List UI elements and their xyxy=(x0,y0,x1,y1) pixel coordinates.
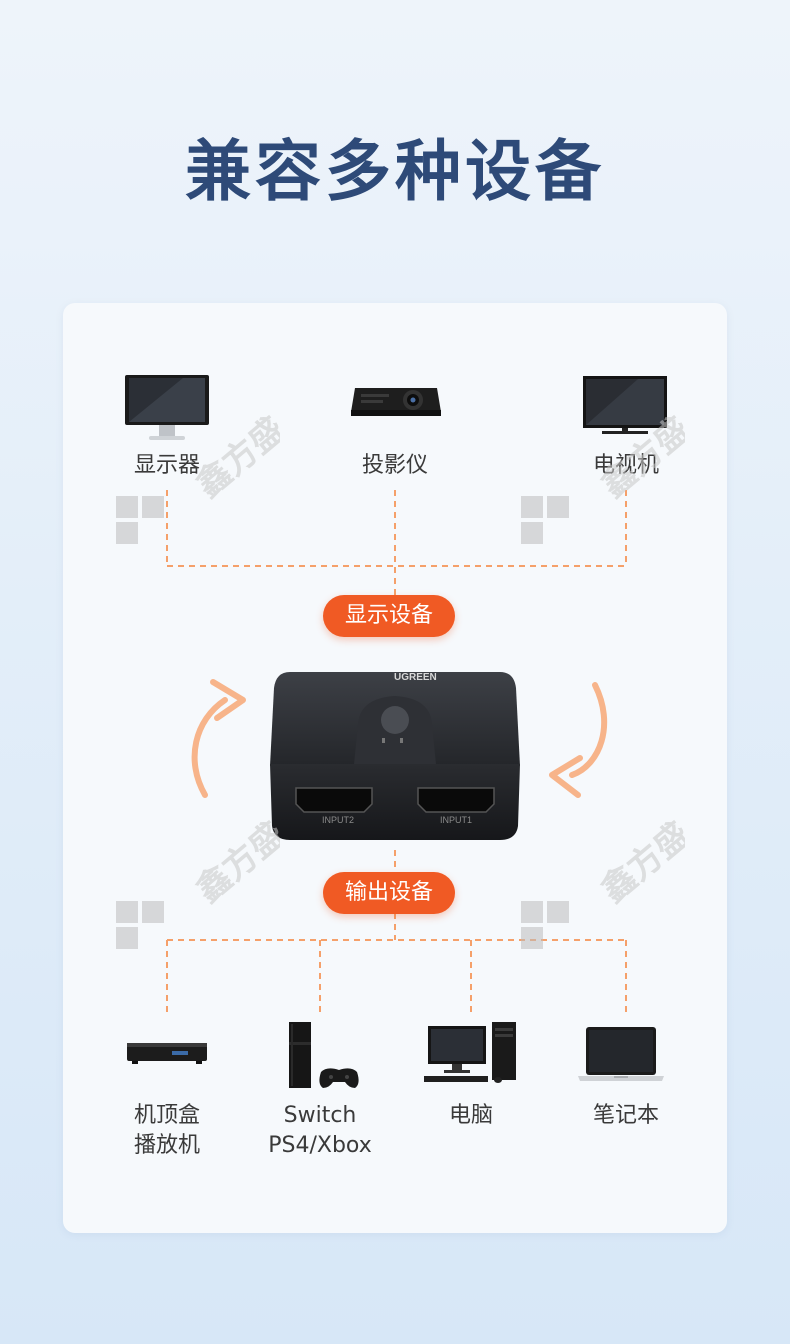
output-devices-badge: 输出设备 xyxy=(323,872,455,914)
output-device-label-laptop: 笔记本 xyxy=(592,1103,659,1128)
svg-text:鑫方盛: 鑫方盛 xyxy=(189,409,280,505)
svg-text:鑫方盛: 鑫方盛 xyxy=(594,409,685,505)
hdmi-port-label-input2: INPUT2 xyxy=(321,815,354,825)
page-title: 兼容多种设备 xyxy=(185,133,605,210)
watermark-logo: 鑫方盛 xyxy=(521,814,685,949)
monitor-icon xyxy=(125,375,209,440)
output-device-label-console-line1: Switch xyxy=(283,1103,357,1128)
desktop-computer-icon xyxy=(424,1022,516,1083)
svg-text:鑫方盛: 鑫方盛 xyxy=(189,814,280,910)
laptop-icon xyxy=(578,1027,664,1081)
display-devices-badge: 显示设备 xyxy=(323,595,455,637)
projector-icon xyxy=(351,388,441,416)
curved-arrow-right-icon xyxy=(549,682,607,798)
display-device-label-tv: 电视机 xyxy=(592,453,659,478)
hdmi-switch-device: UGREEN xyxy=(270,672,520,840)
game-console-icon xyxy=(289,1022,359,1088)
watermark-logo: 鑫方盛 xyxy=(116,409,280,544)
tv-icon xyxy=(583,376,667,434)
output-device-label-console-line2: PS4/Xbox xyxy=(268,1133,372,1158)
curved-arrow-left-icon xyxy=(191,679,246,798)
hdmi-port-label-input1: INPUT1 xyxy=(439,815,472,825)
svg-text:鑫方盛: 鑫方盛 xyxy=(594,814,685,910)
output-device-label-settopbox-line1: 机顶盒 xyxy=(133,1103,200,1128)
set-top-box-icon xyxy=(127,1043,207,1064)
output-device-label-computer: 电脑 xyxy=(448,1103,493,1128)
output-device-label-settopbox-line2: 播放机 xyxy=(133,1133,200,1158)
display-device-label-projector: 投影仪 xyxy=(361,453,428,478)
watermark-logo: 鑫方盛 xyxy=(521,409,685,544)
svg-text:UGREEN: UGREEN xyxy=(394,672,437,683)
watermark-logo: 鑫方盛 xyxy=(116,814,280,949)
display-device-label-monitor: 显示器 xyxy=(133,453,200,478)
